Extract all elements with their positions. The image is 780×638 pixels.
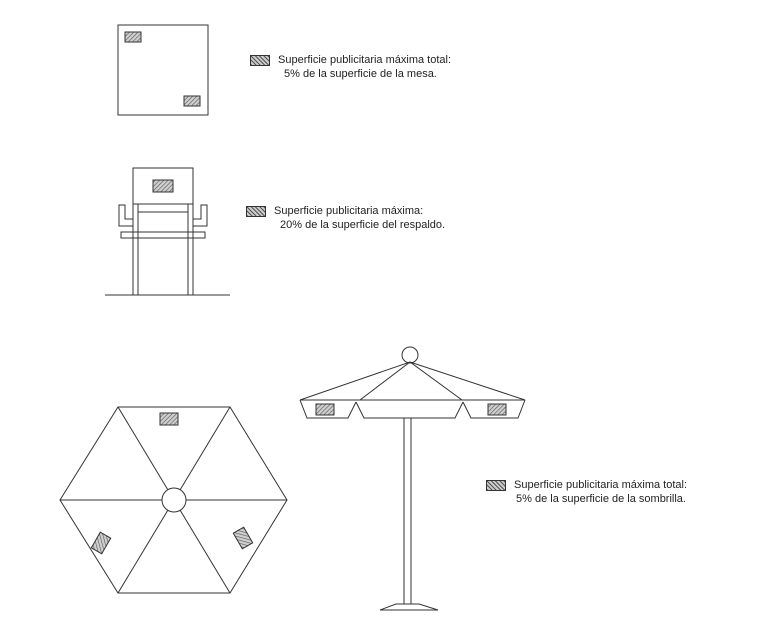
ad-area-table-1	[124, 31, 142, 43]
ad-area-chair	[152, 179, 174, 193]
ad-area-umbrella-top-2	[90, 531, 112, 555]
ad-area-umbrella-side-2	[487, 403, 507, 416]
umbrella-top-view	[59, 406, 288, 594]
legend-umbrella-line1: Superficie publicitaria máxima total:	[514, 479, 688, 491]
ad-area-umbrella-top-1	[159, 412, 179, 426]
chair-front-view	[105, 167, 230, 296]
legend-umbrella-line2: 5% de la superficie de la sombrilla.	[516, 493, 686, 505]
legend-table: Superficie publicitaria máxima total: 5%…	[250, 53, 451, 81]
ad-area-table-2	[183, 95, 201, 107]
table-top-view	[117, 24, 209, 116]
legend-chair: Superficie publicitaria máxima: 20% de l…	[246, 204, 445, 232]
legend-chair-line1: Superficie publicitaria máxima:	[274, 205, 424, 217]
ad-area-umbrella-top-3	[232, 526, 254, 550]
umbrella-side-view	[299, 346, 526, 611]
legend-chair-line2: 20% de la superficie del respaldo.	[280, 219, 446, 231]
legend-table-line2: 5% de la superficie de la mesa.	[284, 68, 437, 80]
hatch-swatch-icon	[486, 479, 506, 491]
legend-table-line1: Superficie publicitaria máxima total:	[278, 54, 452, 66]
ad-area-umbrella-side-1	[315, 403, 335, 416]
hatch-swatch-icon	[250, 54, 270, 66]
hatch-swatch-icon	[246, 205, 266, 217]
legend-umbrella: Superficie publicitaria máxima total: 5%…	[486, 478, 687, 506]
